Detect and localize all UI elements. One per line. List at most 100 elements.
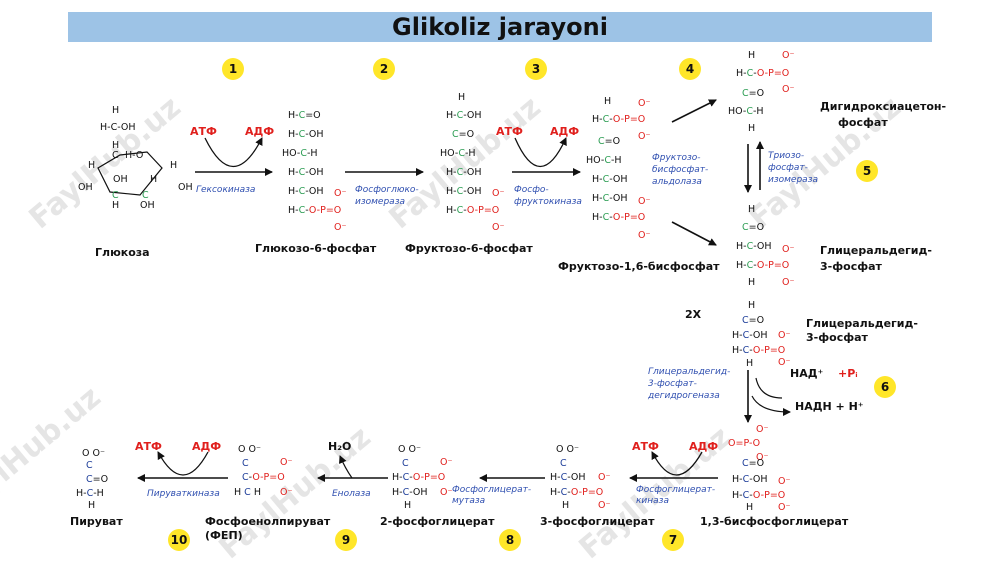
svg-text:O⁻: O⁻	[756, 452, 769, 463]
svg-text:O O⁻: O O⁻	[82, 448, 105, 459]
svg-text:C: C	[86, 460, 93, 471]
cofactor-h2o: H₂O	[328, 440, 351, 453]
svg-text:H: H	[88, 500, 95, 511]
svg-text:O⁻: O⁻	[598, 472, 611, 483]
svg-text:7: 7	[669, 533, 677, 547]
step-badge-7: 7	[662, 529, 684, 551]
svg-text:O O⁻: O O⁻	[556, 444, 579, 455]
watermark: FaylHub.uz	[23, 90, 188, 236]
cofactor-adp-10: АДФ	[192, 440, 221, 453]
svg-text:H-C-OH: H-C-OH	[392, 487, 428, 498]
step-badge-2: 2	[373, 58, 395, 80]
f16bp-structure: H H-C-O-P=O O⁻ O⁻ C=O HO-C-H H-C-OH H-C-…	[586, 96, 651, 241]
enzyme-pgm-1: Фосфоглицерат-	[452, 485, 531, 495]
svg-text:O=P-O: O=P-O	[728, 438, 760, 449]
label-pep-1: Фосфоенолпируват	[205, 515, 331, 528]
svg-text:H: H	[746, 502, 753, 513]
cofactor-nadh: НАДН + Н⁺	[795, 400, 864, 413]
svg-text:3: 3	[532, 62, 540, 76]
svg-text:H-C-O-P=O: H-C-O-P=O	[392, 472, 445, 483]
enzyme-tpi-1: Триозо-	[768, 151, 804, 161]
svg-text:H: H	[604, 96, 611, 107]
cofactor-adp-1: АДФ	[245, 125, 274, 138]
bpg-structure: O⁻ O=P-O O⁻ C=O H-C-OH H-C-O-P=O O⁻ O⁻ H	[728, 424, 791, 513]
multiplier-2x: 2X	[685, 308, 702, 321]
svg-text:HO-C-H: HO-C-H	[728, 106, 764, 117]
cofactor-atp-1: АТФ	[190, 125, 217, 138]
svg-text:C=O: C=O	[742, 458, 764, 469]
enzyme-hexokinase: Гексокиназа	[196, 185, 255, 195]
svg-text:H: H	[88, 160, 95, 171]
svg-text:O⁻: O⁻	[782, 50, 795, 61]
svg-text:H: H	[748, 204, 755, 215]
enzyme-pfk-1: Фосфо-	[514, 185, 549, 195]
svg-text:O⁻: O⁻	[492, 188, 505, 199]
svg-text:C=O: C=O	[742, 222, 764, 233]
svg-text:O O⁻: O O⁻	[398, 444, 421, 455]
svg-text:O⁻: O⁻	[782, 244, 795, 255]
label-pyruvate: Пируват	[70, 515, 123, 528]
enzyme-aldolase-1: Фруктозо-	[652, 153, 701, 163]
svg-text:H-C-OH: H-C-OH	[100, 122, 136, 133]
svg-text:H-C-O-P=O: H-C-O-P=O	[732, 490, 785, 501]
svg-text:H-C-OH: H-C-OH	[592, 174, 628, 185]
svg-text:O⁻: O⁻	[638, 230, 651, 241]
label-g3p2-2: 3-фосфат	[806, 331, 869, 344]
svg-text:8: 8	[506, 533, 514, 547]
svg-text:O⁻: O⁻	[778, 476, 791, 487]
svg-text:H-C-OH: H-C-OH	[736, 241, 772, 252]
svg-text:H: H	[458, 92, 465, 103]
svg-text:H: H	[404, 500, 411, 511]
svg-text:OH: OH	[140, 200, 155, 211]
svg-text:O⁻: O⁻	[638, 131, 651, 142]
label-g6p: Глюкозо-6-фосфат	[255, 242, 377, 255]
svg-text:C=O: C=O	[742, 88, 764, 99]
label-g3p-2: 3-фосфат	[820, 260, 883, 273]
svg-text:H-C-O-P=O: H-C-O-P=O	[736, 68, 789, 79]
svg-text:O⁻: O⁻	[598, 500, 611, 511]
label-g3p2-1: Глицеральдегид-	[806, 317, 918, 330]
svg-text:H: H	[150, 174, 157, 185]
svg-text:C=O: C=O	[452, 129, 474, 140]
svg-text:O⁻: O⁻	[778, 357, 791, 368]
svg-text:C: C	[560, 458, 567, 469]
enzyme-aldolase-2: бисфосфат-	[652, 165, 708, 175]
label-pep-2: (ФЕП)	[205, 529, 243, 542]
svg-text:H-C-O-P=O: H-C-O-P=O	[732, 345, 785, 356]
svg-text:OH: OH	[78, 182, 93, 193]
svg-text:2: 2	[380, 62, 388, 76]
svg-text:5: 5	[863, 164, 871, 178]
step-badge-4: 4	[679, 58, 701, 80]
pyruvate-structure: O O⁻ C C=O H-C-H H	[76, 448, 108, 511]
svg-text:C-O-P=O: C-O-P=O	[242, 472, 285, 483]
svg-text:H-C-OH: H-C-OH	[288, 167, 324, 178]
svg-text:HO-C-H: HO-C-H	[282, 148, 318, 159]
step-badge-3: 3	[525, 58, 547, 80]
svg-text:O⁻: O⁻	[440, 487, 453, 498]
step-badge-8: 8	[499, 529, 521, 551]
g3p-structure: H C=O H-C-OH H-C-O-P=O O⁻ O⁻ H	[736, 204, 795, 288]
svg-text:H C H: H C H	[234, 487, 261, 498]
enzyme-pgm-2: мутаза	[452, 496, 485, 506]
svg-text:H: H	[748, 123, 755, 134]
g6p-structure: H-C=O H-C-OH HO-C-H H-C-OH H-C-OH H-C-O-…	[282, 110, 347, 233]
enzyme-pfk-2: фруктокиназа	[514, 197, 582, 207]
label-f16bp: Фруктозо-1,6-бисфосфат	[558, 260, 720, 273]
svg-text:1: 1	[229, 62, 237, 76]
step-badge-10: 10	[168, 529, 190, 551]
svg-text:C: C	[112, 190, 119, 201]
title-bar: Glikoliz jarayoni	[68, 12, 932, 42]
svg-text:C: C	[402, 458, 409, 469]
svg-text:O O⁻: O O⁻	[238, 444, 261, 455]
svg-text:H-C=O: H-C=O	[288, 110, 321, 121]
step-badge-5: 5	[856, 160, 878, 182]
svg-text:H-C-O-P=O: H-C-O-P=O	[446, 205, 499, 216]
cofactor-atp-10: АТФ	[135, 440, 162, 453]
step-badges: 1 2 3 4 5 6 7 8 9 10	[168, 58, 896, 551]
svg-text:O⁻: O⁻	[782, 84, 795, 95]
svg-text:4: 4	[686, 62, 694, 76]
svg-text:H: H	[748, 50, 755, 61]
svg-text:H-C-OH: H-C-OH	[446, 110, 482, 121]
svg-text:O⁻: O⁻	[492, 222, 505, 233]
